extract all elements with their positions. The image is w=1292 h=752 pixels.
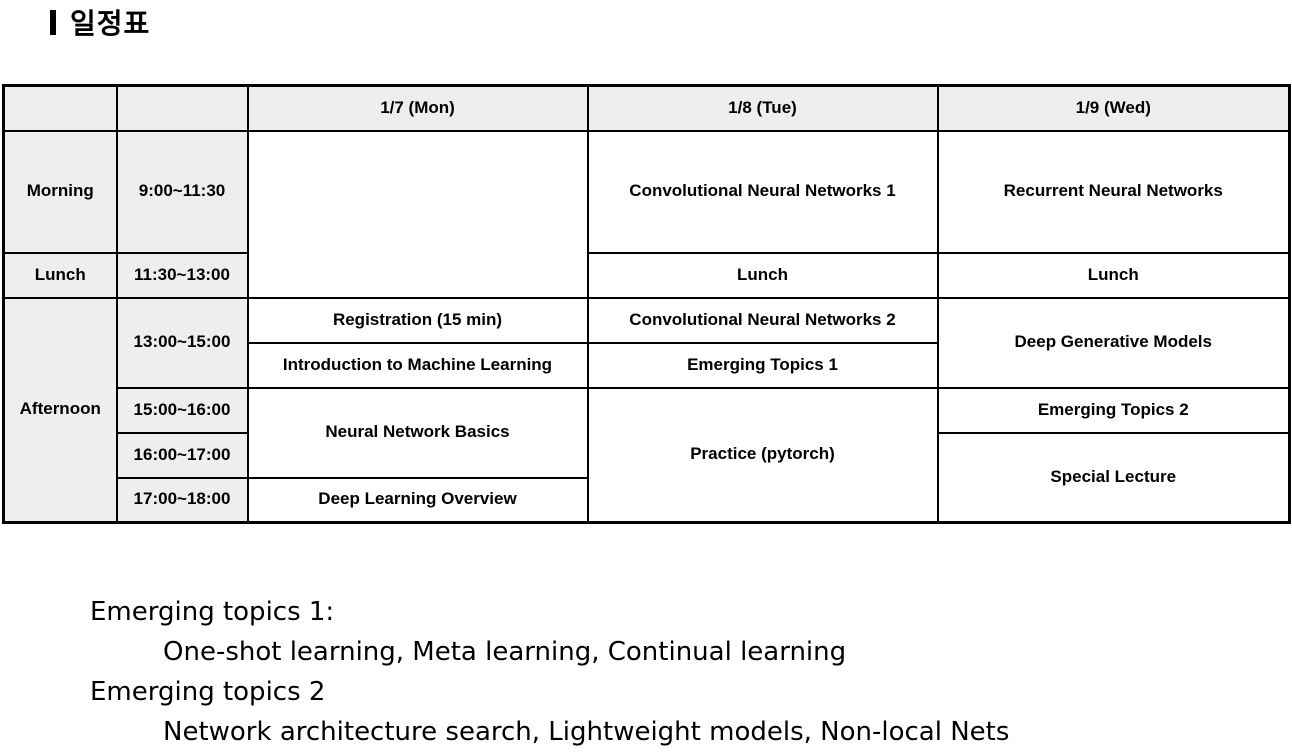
afternoon-row-4: 16:00~17:00 Special Lecture	[4, 431, 1291, 524]
tue-cnn1-cell: Convolutional Neural Networks 1	[586, 129, 939, 254]
time-slot: 15:00~16:00	[115, 386, 249, 434]
mon-nn-basics-cell: Neural Network Basics	[246, 386, 589, 479]
tue-practice-cell: Practice (pytorch)	[586, 386, 939, 524]
header-day-tue: 1/8 (Tue)	[586, 84, 939, 132]
time-slot: 16:00~17:00	[115, 431, 249, 479]
wed-emerging2-cell: Emerging Topics 2	[936, 386, 1291, 434]
header-day-wed: 1/9 (Wed)	[936, 84, 1291, 132]
header-blank-period	[2, 84, 118, 132]
tue-emerging1-cell: Emerging Topics 1	[586, 341, 939, 389]
afternoon-row-5: 17:00~18:00 Deep Learning Overview	[4, 476, 1290, 524]
time-slot: 17:00~18:00	[115, 476, 249, 524]
time-slot: 13:00~15:00	[115, 296, 249, 389]
mon-intro-ml-cell: Introduction to Machine Learning	[246, 341, 589, 389]
note-detail: One-shot learning, Meta learning, Contin…	[163, 637, 847, 667]
time-slot: 9:00~11:30	[115, 129, 249, 254]
period-lunch: Lunch	[2, 251, 118, 299]
period-morning: Morning	[2, 129, 118, 254]
header-day-mon: 1/7 (Mon)	[246, 84, 589, 132]
note-title: Emerging topics 2	[90, 677, 326, 707]
afternoon-row-1: Afternoon 13:00~15:00 Registration (15 m…	[2, 296, 1291, 524]
lunch-row: Lunch 11:30~13:00 Lunch Lunch	[2, 251, 1291, 299]
afternoon-row-2: Introduction to Machine Learning Emergin…	[4, 341, 1290, 389]
header-blank-time	[115, 84, 249, 132]
notes-section: Emerging topics 1: One-shot learning, Me…	[90, 592, 1009, 752]
wed-rnn-cell: Recurrent Neural Networks	[936, 129, 1291, 254]
afternoon-row-3: 15:00~16:00 Neural Network Basics Practi…	[4, 386, 1291, 524]
mon-dl-overview-cell: Deep Learning Overview	[246, 476, 589, 524]
schedule-table: 1/7 (Mon) 1/8 (Tue) 1/9 (Wed) Morning 9:…	[2, 84, 1291, 524]
note-title: Emerging topics 1:	[90, 597, 335, 627]
mon-empty-cell	[246, 129, 589, 299]
wed-lunch-cell: Lunch	[936, 251, 1291, 299]
wed-special-lecture-cell: Special Lecture	[936, 431, 1291, 524]
header-row: 1/7 (Mon) 1/8 (Tue) 1/9 (Wed)	[2, 84, 1291, 132]
time-slot: 11:30~13:00	[115, 251, 249, 299]
wed-dgm-cell: Deep Generative Models	[936, 296, 1291, 389]
heading-bar-marker	[50, 9, 56, 35]
page-title: 일정표	[70, 7, 151, 40]
page-heading: 일정표	[50, 2, 150, 42]
morning-row: Morning 9:00~11:30 Convolutional Neural …	[2, 129, 1291, 299]
period-afternoon: Afternoon	[2, 296, 118, 524]
tue-cnn2-cell: Convolutional Neural Networks 2	[586, 296, 939, 344]
tue-lunch-cell: Lunch	[586, 251, 939, 299]
note-detail: Network architecture search, Lightweight…	[163, 717, 1010, 747]
mon-registration-cell: Registration (15 min)	[246, 296, 589, 344]
